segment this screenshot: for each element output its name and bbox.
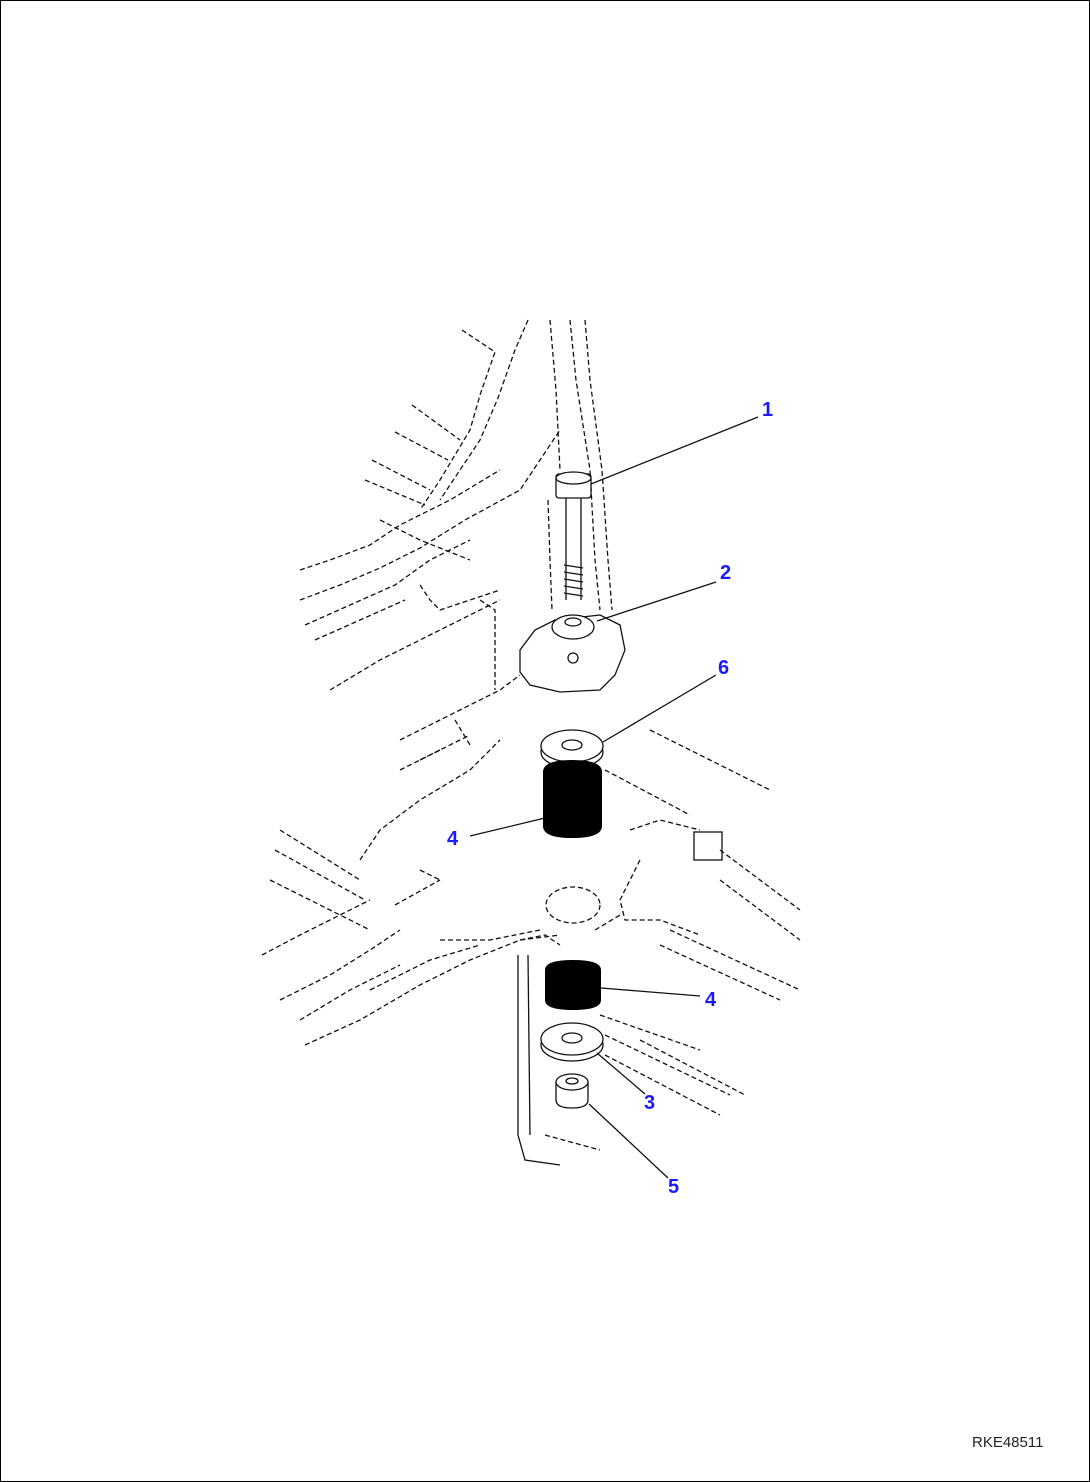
reference-code: RKE48511 — [972, 1434, 1043, 1451]
callout-4-lower: 4 — [705, 989, 717, 1011]
callout-2: 2 — [720, 562, 731, 584]
part-4-cushion-lower — [545, 960, 601, 1010]
leader-lines — [469, 416, 759, 1179]
callout-1: 1 — [762, 399, 773, 421]
part-2-washer — [551, 614, 595, 640]
machine-frame-outline — [261, 319, 801, 1166]
part-3-washer — [540, 1022, 604, 1062]
callout-5: 5 — [668, 1176, 679, 1198]
part-4-cushion-upper — [543, 760, 602, 838]
callout-3: 3 — [644, 1092, 655, 1114]
callout-labels: 1 2 6 4 4 3 5 — [447, 399, 773, 1198]
callout-4-upper: 4 — [447, 828, 459, 850]
callout-6: 6 — [718, 657, 729, 679]
part-5-nut — [555, 1073, 589, 1109]
part-1-bolt — [555, 471, 592, 600]
